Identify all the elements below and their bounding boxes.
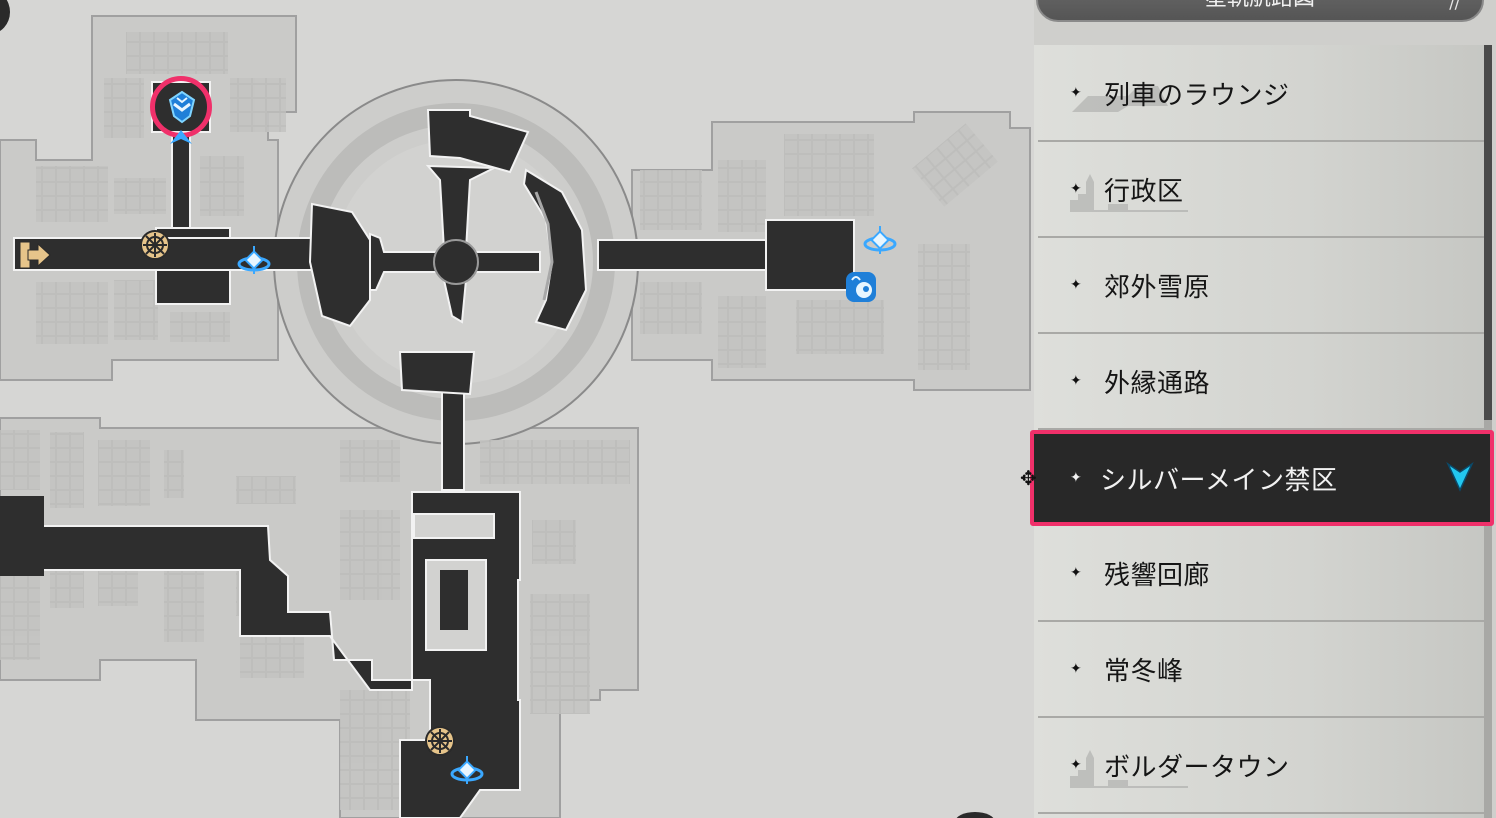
area-item-outlying-snow-plains[interactable]: ✦ 郊外雪原 (1038, 238, 1484, 334)
wheel-icon[interactable] (138, 228, 172, 262)
star-icon: ✦ (1070, 85, 1082, 101)
star-icon: ✦ (1070, 181, 1082, 197)
star-icon: ✦ (1070, 373, 1082, 389)
area-item-label: シルバーメイン禁区 (1100, 465, 1338, 496)
map-view[interactable] (0, 0, 1034, 818)
double-chevron-icon: // (1449, 0, 1460, 12)
vendor-icon[interactable] (844, 270, 878, 304)
star-icon: ✦ (1070, 661, 1082, 677)
city-deco-icon (1070, 174, 1188, 212)
cursor-icon: ✥ (1020, 466, 1037, 490)
area-item-label: 列車のラウンジ (1104, 80, 1290, 111)
area-item-boulder-town[interactable]: ✦ ボルダータウン (1038, 718, 1484, 814)
space-anchor-icon[interactable] (862, 222, 898, 258)
area-item-train-lounge[interactable]: ✦ 列車のラウンジ (1038, 46, 1484, 142)
player-arrow-icon (170, 130, 192, 144)
space-anchor-icon[interactable] (236, 242, 272, 278)
area-item-backwater-pass[interactable]: ✦ 外縁通路 (1038, 334, 1484, 430)
area-item-everwinter-hill[interactable]: ✦ 常冬峰 (1038, 622, 1484, 718)
area-item-silvermane-guard-restricted-zone[interactable]: ✦ シルバーメイン禁区 (1030, 430, 1494, 526)
area-item-label: 郊外雪原 (1104, 272, 1211, 303)
map-back-button[interactable] (0, 0, 10, 34)
exit-icon[interactable] (16, 240, 52, 270)
location-pin-icon (1446, 462, 1474, 492)
scrollbar-track[interactable] (1484, 420, 1492, 818)
star-rail-map-label: 星軌航路図 (1205, 0, 1315, 12)
wheel-icon[interactable] (423, 724, 457, 758)
highlight-circle (150, 76, 212, 138)
area-list-panel: 星軌航路図 // ✦ 列車のラウンジ ✦ 行政区 ✦ 郊外雪原 ✦ 外縁通路 ✦… (1030, 0, 1496, 818)
star-rail-map-button[interactable]: 星軌航路図 // (1036, 0, 1484, 22)
area-item-corridor-of-fading-echoes[interactable]: ✦ 残響回廊 (1038, 526, 1484, 622)
area-item-label: 外縁通路 (1104, 368, 1211, 399)
area-item-label: 行政区 (1104, 176, 1184, 207)
scrollbar-thumb[interactable] (1484, 45, 1492, 420)
area-item-label: 常冬峰 (1104, 656, 1184, 687)
map-zoom-control[interactable] (955, 812, 995, 818)
area-item-label: 残響回廊 (1104, 560, 1211, 591)
star-icon: ✦ (1070, 277, 1082, 293)
area-item-administrative-district[interactable]: ✦ 行政区 (1038, 142, 1484, 238)
city-deco-icon (1070, 750, 1188, 788)
star-icon: ✦ (1070, 470, 1082, 486)
star-icon: ✦ (1070, 757, 1082, 773)
area-item-label: ボルダータウン (1104, 752, 1290, 783)
space-anchor-icon[interactable] (449, 752, 485, 788)
star-icon: ✦ (1070, 565, 1082, 581)
train-deco-icon (1072, 86, 1168, 112)
